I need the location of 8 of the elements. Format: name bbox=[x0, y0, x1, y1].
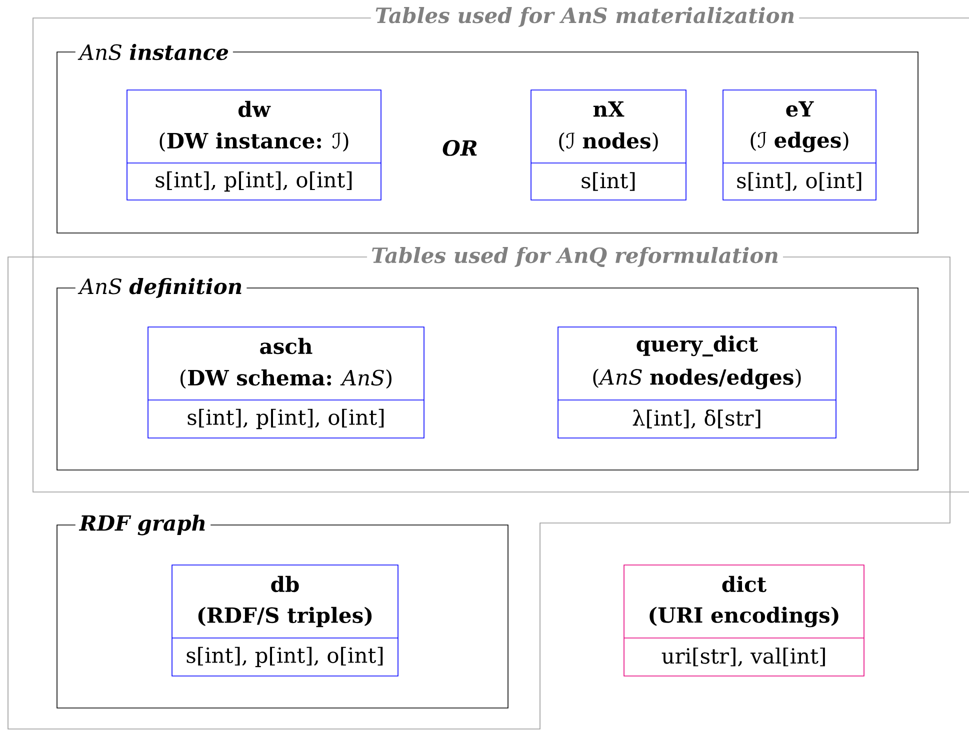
table-box: db (RDF/S triples) s[int], p[int], o[int] bbox=[172, 564, 398, 676]
table-box: asch (DW schema: AnS) s[int], p[int], o[int] bbox=[148, 326, 424, 438]
table-box: nX (ℐ nodes) s[int] bbox=[530, 90, 686, 200]
table-box: dw (DW instance: ℐ) s[int], p[int], o[int] bbox=[126, 90, 382, 200]
table-box: query_dict (AnS nodes/edges) λ[int], δ[str] bbox=[558, 326, 836, 438]
table-box: dict (URI encodings) uri[str], val[int] bbox=[624, 564, 864, 676]
table-box: eY (ℐ edges) s[int], o[int] bbox=[722, 90, 876, 200]
or-label: OR bbox=[442, 140, 477, 156]
